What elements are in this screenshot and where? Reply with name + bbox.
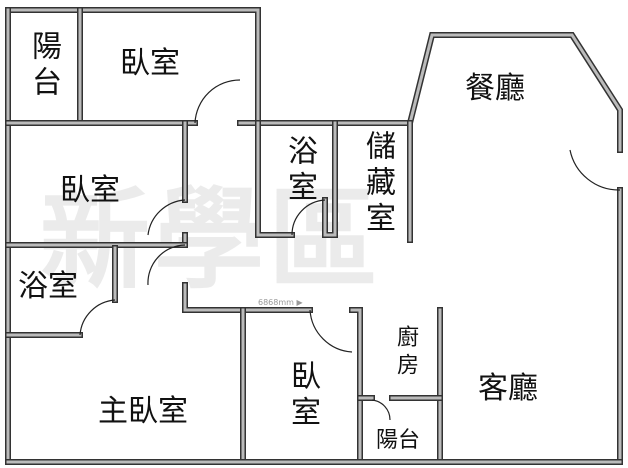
room-storage: 儲藏室 [360,130,395,238]
room-balcony-bottom: 陽台 [376,428,421,453]
door-arc [79,299,116,336]
door-arc [147,199,186,236]
room-bath-left: 浴室 [18,269,78,304]
wall [350,308,362,464]
doors [79,79,621,421]
wall [238,33,622,152]
room-master-bedroom: 主臥室 [98,394,188,429]
door-arc [147,244,186,286]
watermark: 新學區 [40,175,382,304]
room-bedroom-bottom: 臥室 [285,360,320,432]
room-balcony-top: 陽台 [26,30,61,102]
room-bedroom-left: 臥室 [60,173,120,208]
wall [6,8,260,125]
door-arc [309,309,353,353]
wall [323,121,337,237]
room-kitchen: 廚房 [393,325,418,381]
room-dining: 餐廳 [465,71,525,106]
wall [183,283,312,312]
door-arc [194,79,241,124]
room-bath-center: 浴室 [282,135,317,207]
wall [256,121,294,237]
wall [237,32,623,153]
dimension-label: 6868mm ▶ [258,298,303,307]
door-arc [291,199,326,236]
door-arc [371,399,391,421]
room-bedroom-top: 臥室 [120,46,180,81]
door-arc [569,149,621,191]
room-living: 客廳 [478,371,538,406]
